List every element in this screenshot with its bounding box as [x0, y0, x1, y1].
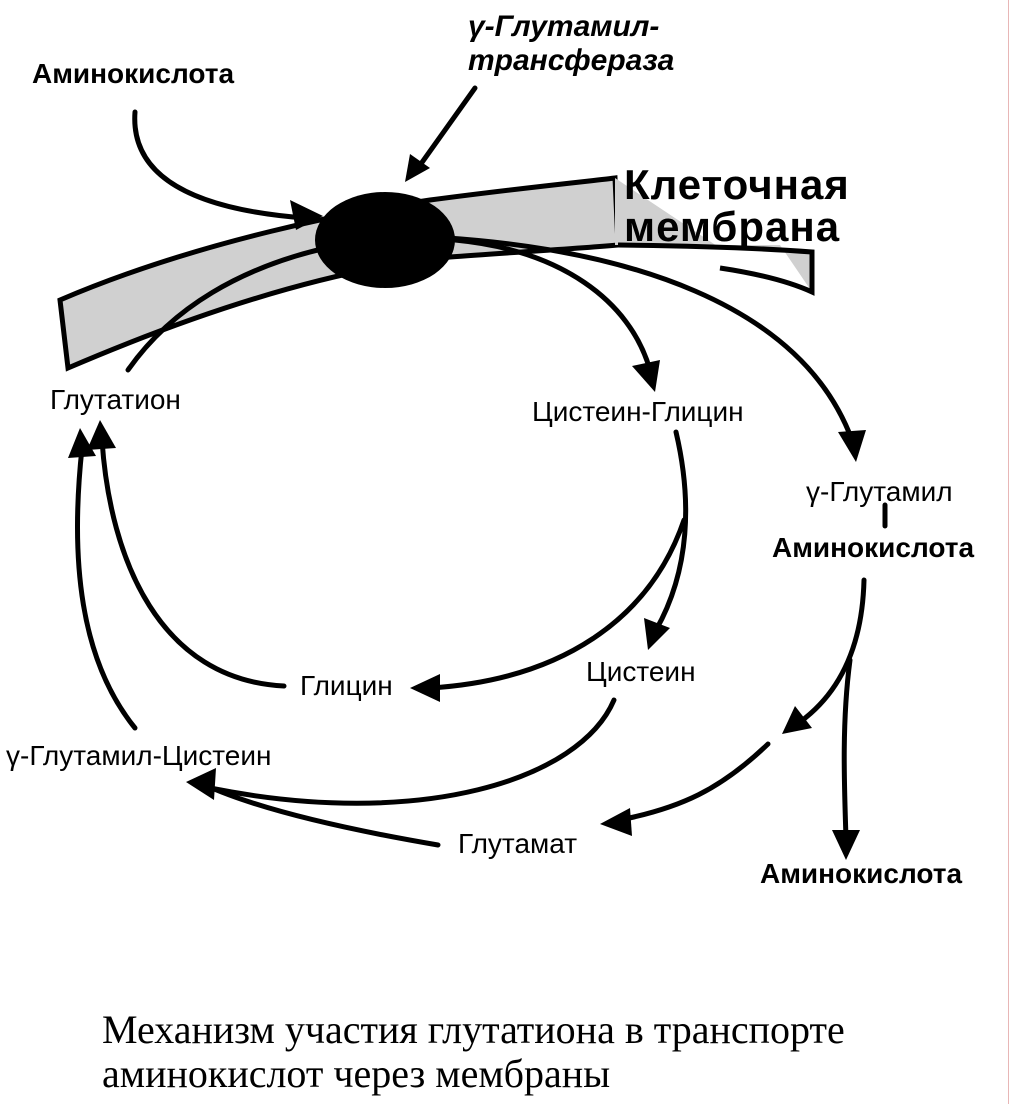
arrow-amino-in [132, 109, 308, 221]
enzyme-gamma-glutamyl-transferase [315, 192, 455, 288]
gamma-glutamyl-cysteine-label: γ-Глутамил-Цистеин [6, 740, 272, 771]
arrowhead-glutamate [600, 808, 632, 836]
arrowhead-amino-in [290, 200, 323, 230]
gamma-glutamyl-label: γ-Глутамил [806, 476, 953, 507]
arrow-cysgly-to-cysteine [653, 429, 689, 633]
cell-membrane-right [615, 178, 812, 292]
amino-acid-in-label: Аминокислота [32, 58, 235, 89]
glutathione-label: Глутатион [50, 384, 181, 415]
arrowhead-glycine [410, 674, 440, 702]
cysteine-label: Цистеин [586, 656, 696, 687]
amino-acid-out-label: Аминокислота [760, 858, 963, 889]
arrowhead-glucys [186, 768, 216, 800]
arrowhead-amino-out [832, 830, 860, 860]
arrowhead-glutathione-b [68, 428, 96, 458]
glutamate-label: Глутамат [458, 828, 578, 859]
arrow-cysgly-to-glycine [427, 517, 687, 691]
arrow-glu-amino-down [797, 577, 867, 725]
arrowhead-glutathione-a [87, 420, 116, 450]
cell-membrane-right-outline [617, 242, 815, 296]
figure-caption: Механизм участия глутатиона в транспорте… [102, 1008, 845, 1096]
caption-line1: Механизм участия глутатиона в транспорте [102, 1007, 845, 1052]
gamma-glutamyl-amino-acid-label: Аминокислота [772, 532, 975, 563]
arrowhead-cysgly [632, 360, 660, 392]
arrow-glucys-to-glutathione [75, 445, 138, 731]
arrow-glycine-to-glutathione [99, 437, 287, 689]
cysteinyl-glycine-label: Цистеин-Глицин [532, 396, 744, 427]
enzyme-label-line1: γ-Глутамил- [468, 10, 660, 43]
arrowhead-glu-amino [838, 430, 866, 462]
enzyme-label-line2: трансфераза [468, 44, 675, 77]
arrowhead-glu-amino-down [782, 706, 812, 734]
arrow-enzyme-pointer [415, 85, 478, 171]
arrow-cysteine-to-glucys [207, 697, 617, 806]
glycine-label: Глицин [300, 670, 393, 701]
caption-line2: аминокислот через мембраны [102, 1051, 611, 1096]
arrow-glutathione-to-enzyme [125, 242, 343, 373]
membrane-label-line1: Клеточная [624, 161, 850, 208]
membrane-label-line2: мембрана [624, 203, 841, 250]
arrowhead-cysteine [644, 618, 670, 650]
arrowhead-enzyme-pointer [405, 154, 430, 182]
page-edge-line [1008, 0, 1009, 1104]
arrow-glu-amino-to-amino-out [841, 657, 853, 841]
arrow-to-glutamate [617, 741, 771, 823]
arrow-glutamate-to-glucys [202, 782, 441, 848]
arrow-enzyme-to-cysgly [452, 237, 653, 373]
arrow-enzyme-to-glu-amino [445, 235, 855, 443]
